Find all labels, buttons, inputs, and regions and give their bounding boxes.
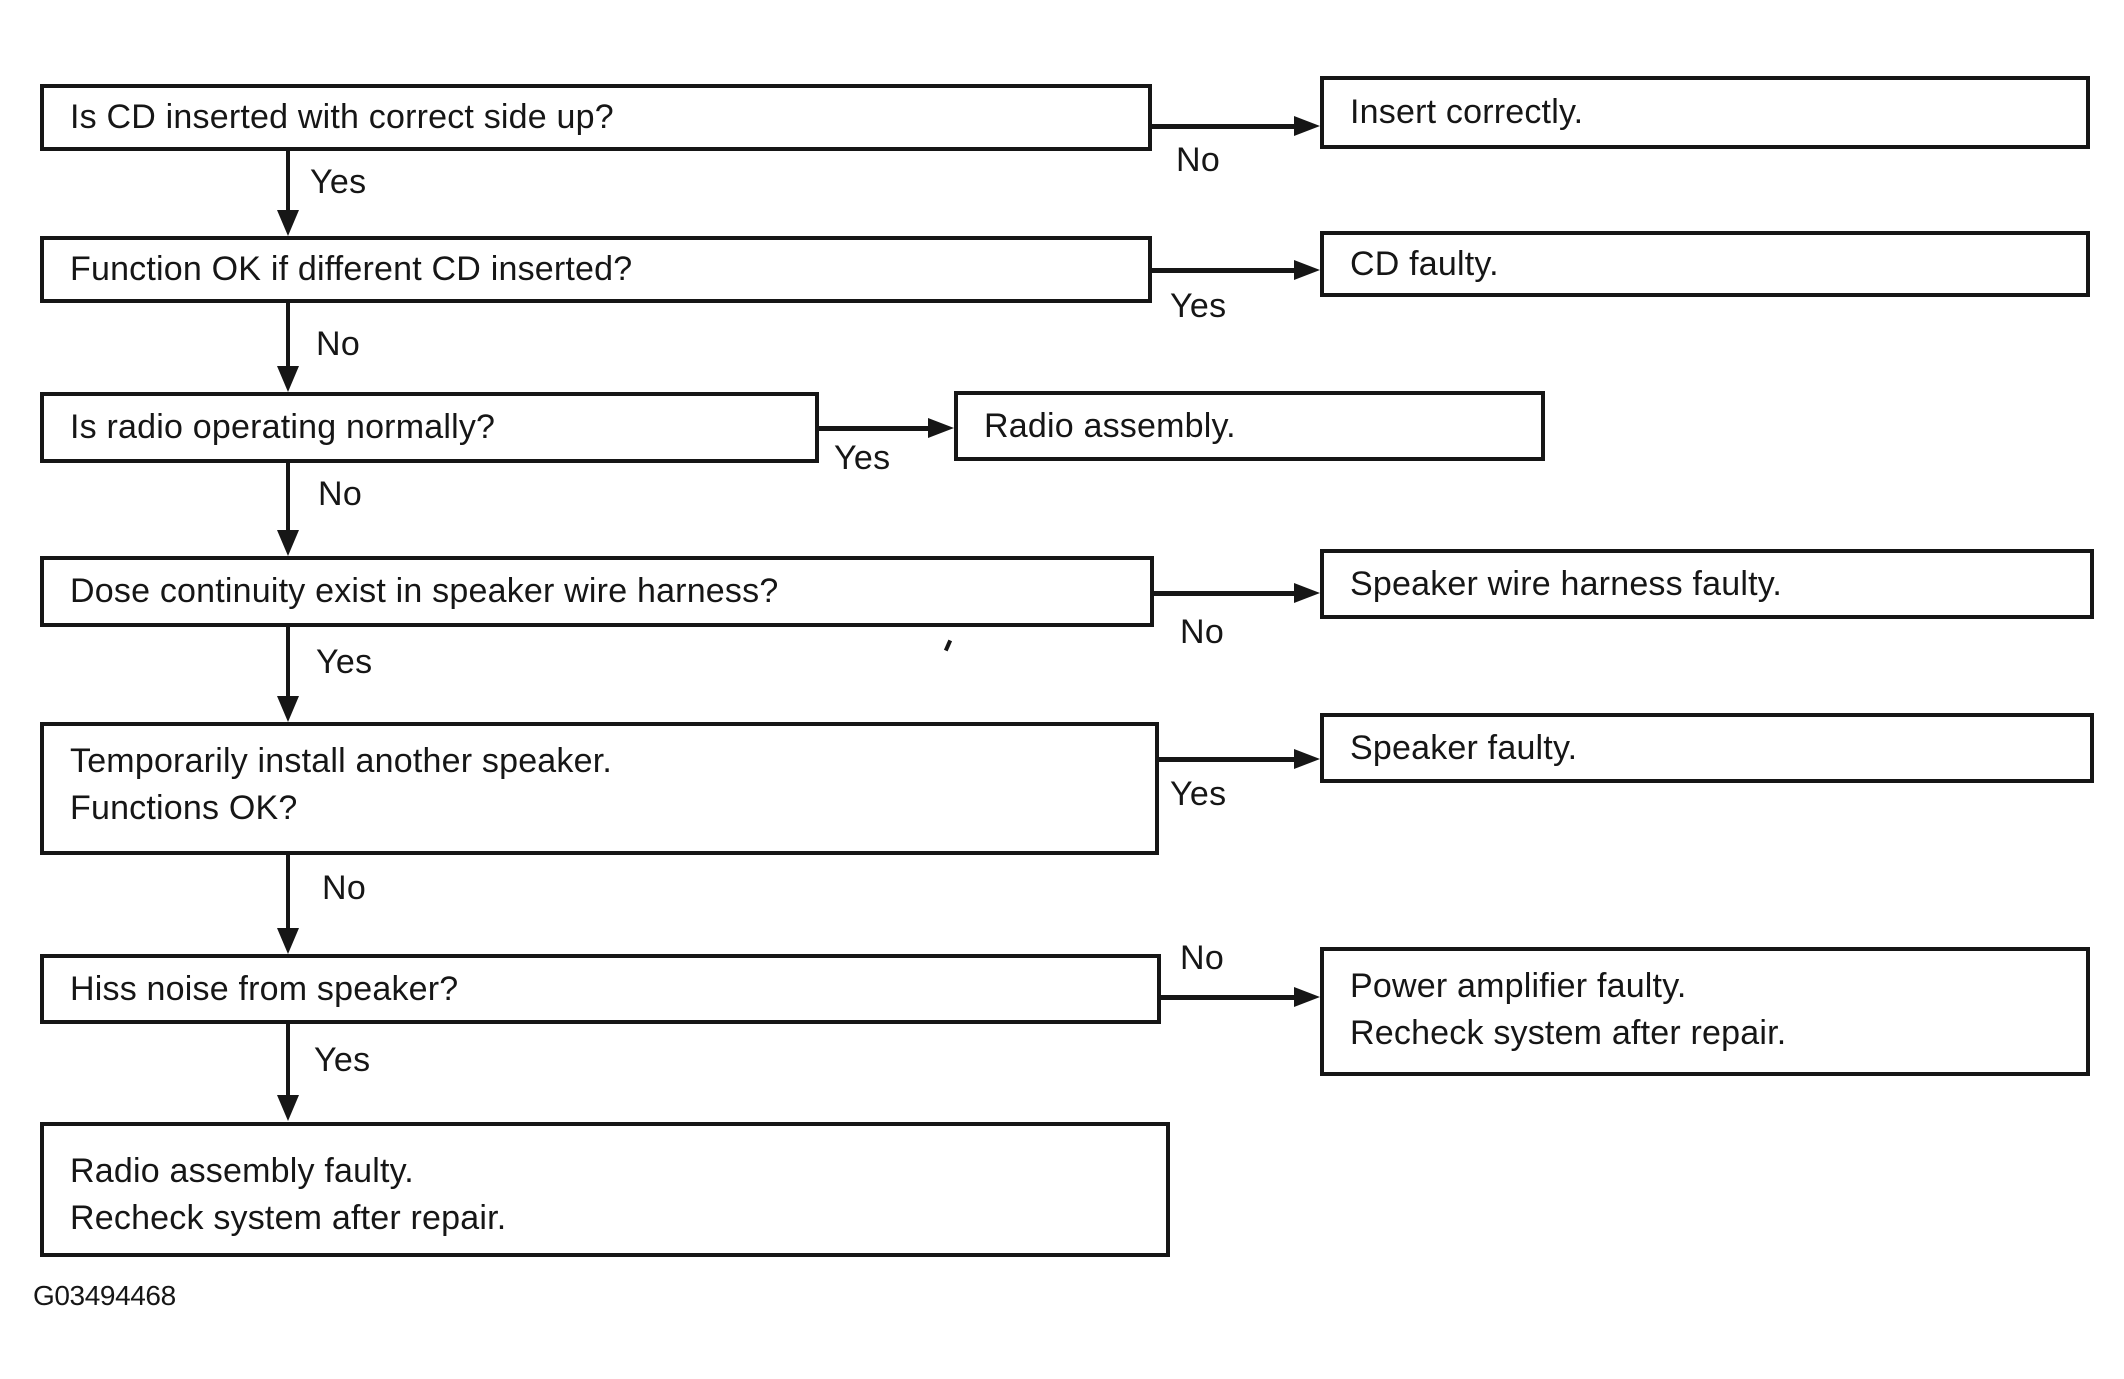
- down-arrowhead-icon: [277, 530, 299, 556]
- result-text: Recheck system after repair.: [70, 1199, 507, 1237]
- result-text: Radio assembly.: [984, 406, 1236, 445]
- branch-label-6: No: [1180, 939, 1225, 977]
- result-box-radio-assembly: Radio assembly.: [954, 391, 1545, 461]
- down-connector-line-2: [286, 302, 290, 368]
- result-box-insert-correctly: Insert correctly.: [1320, 76, 2090, 149]
- branch-label-5: Yes: [1170, 775, 1227, 813]
- down-label-6: Yes: [314, 1041, 371, 1079]
- question-text: Functions OK?: [70, 789, 298, 827]
- right-arrowhead-icon: [1294, 749, 1320, 769]
- branch-connector-line-1: [1148, 124, 1296, 129]
- right-arrowhead-icon: [1294, 987, 1320, 1007]
- result-text: Speaker faulty.: [1350, 728, 1578, 767]
- question-box-install-another-speaker: Temporarily install another speaker. Fun…: [40, 722, 1159, 855]
- question-box-different-cd: Function OK if different CD inserted?: [40, 236, 1152, 303]
- down-label-3: No: [318, 475, 363, 513]
- branch-label-3: Yes: [834, 439, 891, 477]
- question-text: Temporarily install another speaker.: [70, 742, 613, 780]
- result-text: Recheck system after repair.: [1350, 1014, 1787, 1052]
- result-box-radio-assembly-faulty: Radio assembly faulty. Recheck system af…: [40, 1122, 1170, 1257]
- question-text: Hiss noise from speaker?: [70, 969, 459, 1008]
- down-connector-line-4: [286, 626, 290, 698]
- branch-connector-line-3: [816, 426, 930, 431]
- down-arrowhead-icon: [277, 696, 299, 722]
- result-text: Insert correctly.: [1350, 93, 1584, 131]
- branch-connector-line-6: [1160, 995, 1296, 1000]
- question-text: Is CD inserted with correct side up?: [70, 98, 614, 136]
- figure-id-caption: G03494468: [33, 1280, 176, 1311]
- down-connector-line-5: [286, 854, 290, 930]
- branch-connector-line-4: [1152, 591, 1296, 596]
- right-arrowhead-icon: [1294, 116, 1320, 136]
- question-text: Function OK if different CD inserted?: [70, 250, 633, 288]
- down-connector-line-1: [286, 150, 290, 212]
- question-text: Dose continuity exist in speaker wire ha…: [70, 572, 779, 610]
- down-arrowhead-icon: [277, 210, 299, 236]
- down-arrowhead-icon: [277, 928, 299, 954]
- scan-speck: [943, 639, 953, 652]
- result-text: CD faulty.: [1350, 244, 1499, 283]
- branch-label-1: No: [1176, 141, 1221, 179]
- result-box-cd-faulty: CD faulty.: [1320, 231, 2090, 297]
- branch-label-2: Yes: [1170, 287, 1227, 325]
- question-text: Is radio operating normally?: [70, 408, 496, 446]
- down-connector-line-6: [286, 1023, 290, 1097]
- down-arrowhead-icon: [277, 366, 299, 392]
- down-arrowhead-icon: [277, 1095, 299, 1121]
- down-connector-line-3: [286, 462, 290, 532]
- branch-connector-line-5: [1157, 757, 1296, 762]
- right-arrowhead-icon: [1294, 260, 1320, 280]
- result-text: Radio assembly faulty.: [70, 1152, 414, 1190]
- branch-label-4: No: [1180, 613, 1225, 651]
- result-text: Power amplifier faulty.: [1350, 967, 1687, 1005]
- question-box-radio-operating: Is radio operating normally?: [40, 392, 819, 463]
- result-text: Speaker wire harness faulty.: [1350, 564, 1783, 603]
- down-label-5: No: [322, 869, 367, 907]
- result-box-harness-faulty: Speaker wire harness faulty.: [1320, 549, 2094, 619]
- branch-connector-line-2: [1148, 268, 1296, 273]
- down-label-1: Yes: [310, 163, 367, 201]
- question-box-hiss-noise: Hiss noise from speaker?: [40, 954, 1161, 1024]
- result-box-power-amplifier-faulty: Power amplifier faulty. Recheck system a…: [1320, 947, 2090, 1076]
- question-box-harness-continuity: Dose continuity exist in speaker wire ha…: [40, 556, 1154, 627]
- question-box-cd-correct-side: Is CD inserted with correct side up?: [40, 84, 1152, 151]
- down-label-4: Yes: [316, 643, 373, 681]
- down-label-2: No: [316, 325, 361, 363]
- right-arrowhead-icon: [1294, 583, 1320, 603]
- right-arrowhead-icon: [928, 418, 954, 438]
- result-box-speaker-faulty: Speaker faulty.: [1320, 713, 2094, 783]
